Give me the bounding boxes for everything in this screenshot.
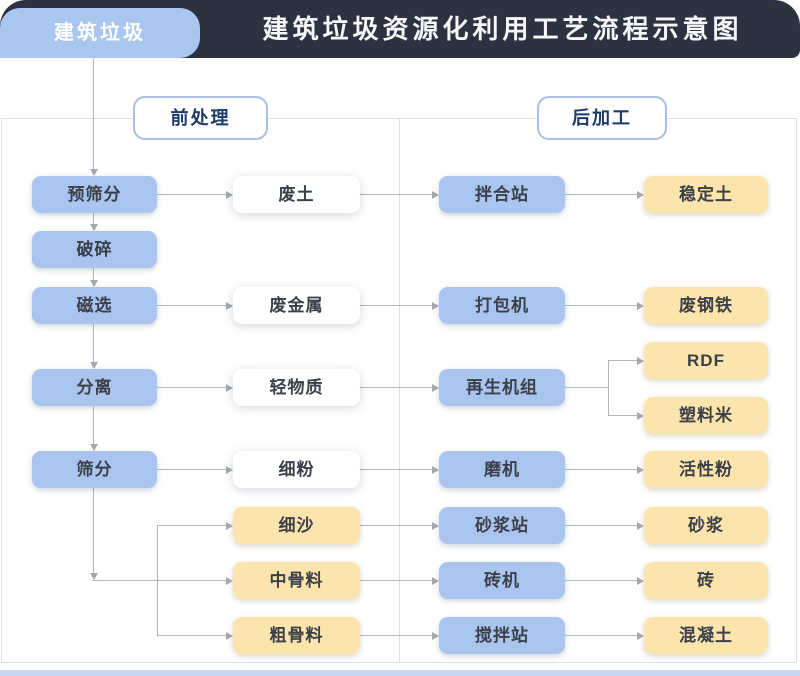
node-active-powder: 活性粉 (644, 451, 768, 488)
arrowhead-icon (226, 190, 233, 199)
connector-line (608, 360, 637, 361)
node-regeneration-unit: 再生机组 (439, 369, 565, 406)
node-brick-machine: 砖机 (439, 562, 565, 599)
connector-line (93, 324, 94, 362)
source-tab-construction-waste: 建筑垃圾 (0, 8, 200, 58)
connector-line (157, 194, 226, 195)
arrowhead-icon (637, 301, 644, 310)
arrowhead-icon (637, 631, 644, 640)
connector-line (608, 415, 637, 416)
arrowhead-icon (432, 383, 439, 392)
connector-line (360, 525, 432, 526)
arrowhead-icon (432, 190, 439, 199)
badge-pre-processing: 前处理 (133, 96, 268, 140)
node-scrap-steel: 废钢铁 (644, 287, 768, 324)
node-coarse-aggregate: 粗骨料 (233, 617, 360, 654)
arrowhead-icon (226, 631, 233, 640)
bottom-accent-strip (0, 670, 800, 676)
node-crushing: 破碎 (32, 231, 157, 268)
arrowhead-icon (89, 224, 98, 231)
arrowhead-icon (226, 301, 233, 310)
node-mortar-plant: 砂浆站 (439, 507, 565, 544)
connector-line (157, 469, 226, 470)
arrowhead-icon (89, 169, 98, 176)
node-stabilized-soil: 稳定土 (644, 176, 768, 213)
connector-line (93, 213, 94, 224)
arrowhead-icon (432, 631, 439, 640)
connector-line (360, 194, 432, 195)
connector-line (565, 305, 637, 306)
node-mill: 磨机 (439, 451, 565, 488)
connector-line (565, 525, 637, 526)
connector-line (93, 406, 94, 444)
connector-line (565, 635, 637, 636)
connector-line (157, 387, 226, 388)
arrowhead-icon (226, 576, 233, 585)
badge-post-processing: 后加工 (537, 96, 667, 140)
section-divider (399, 118, 400, 663)
node-magnetic-separation: 磁选 (32, 287, 157, 324)
node-waste-soil: 废土 (233, 176, 360, 213)
connector-line (565, 580, 637, 581)
node-concrete: 混凝土 (644, 617, 768, 654)
node-medium-aggregate: 中骨料 (233, 562, 360, 599)
arrowhead-icon (637, 465, 644, 474)
arrowhead-icon (637, 356, 644, 365)
connector-line (360, 387, 432, 388)
arrowhead-icon (89, 362, 98, 369)
node-fine-sand: 细沙 (233, 507, 360, 544)
arrowhead-icon (89, 573, 98, 580)
page-title: 建筑垃圾资源化利用工艺流程示意图 (262, 14, 743, 44)
connector-line (565, 194, 637, 195)
node-baler: 打包机 (439, 287, 565, 324)
node-brick: 砖 (644, 562, 768, 599)
arrowhead-icon (432, 576, 439, 585)
arrowhead-icon (637, 190, 644, 199)
arrowhead-icon (226, 465, 233, 474)
arrowhead-icon (637, 411, 644, 420)
node-plastic-pellets: 塑料米 (644, 397, 768, 434)
arrowhead-icon (637, 521, 644, 530)
connector-line (360, 469, 432, 470)
connector-line (157, 305, 226, 306)
connector-line (157, 635, 226, 636)
connector-line (157, 525, 226, 526)
arrowhead-icon (226, 383, 233, 392)
arrowhead-icon (89, 280, 98, 287)
node-concrete-mixing-plant: 搅拌站 (439, 617, 565, 654)
arrowhead-icon (432, 301, 439, 310)
connector-line (93, 580, 226, 581)
node-pre-screening: 预筛分 (32, 176, 157, 213)
connector-line (157, 525, 158, 635)
node-screening: 筛分 (32, 451, 157, 488)
arrowhead-icon (637, 576, 644, 585)
node-mortar: 砂浆 (644, 507, 768, 544)
connector-line (93, 58, 94, 169)
arrowhead-icon (432, 521, 439, 530)
node-fine-powder: 细粉 (233, 451, 360, 488)
arrowhead-icon (226, 521, 233, 530)
connector-line (565, 469, 637, 470)
node-mixing-plant: 拌合站 (439, 176, 565, 213)
connector-line (360, 305, 432, 306)
connector-line (608, 360, 609, 415)
arrowhead-icon (89, 444, 98, 451)
arrowhead-icon (432, 465, 439, 474)
node-separation: 分离 (32, 369, 157, 406)
node-light-material: 轻物质 (233, 369, 360, 406)
connector-line (93, 268, 94, 280)
connector-line (360, 580, 432, 581)
connector-line (93, 488, 94, 573)
node-rdf: RDF (644, 342, 768, 379)
connector-line (360, 635, 432, 636)
node-waste-metal: 废金属 (233, 287, 360, 324)
connector-line (565, 387, 608, 388)
